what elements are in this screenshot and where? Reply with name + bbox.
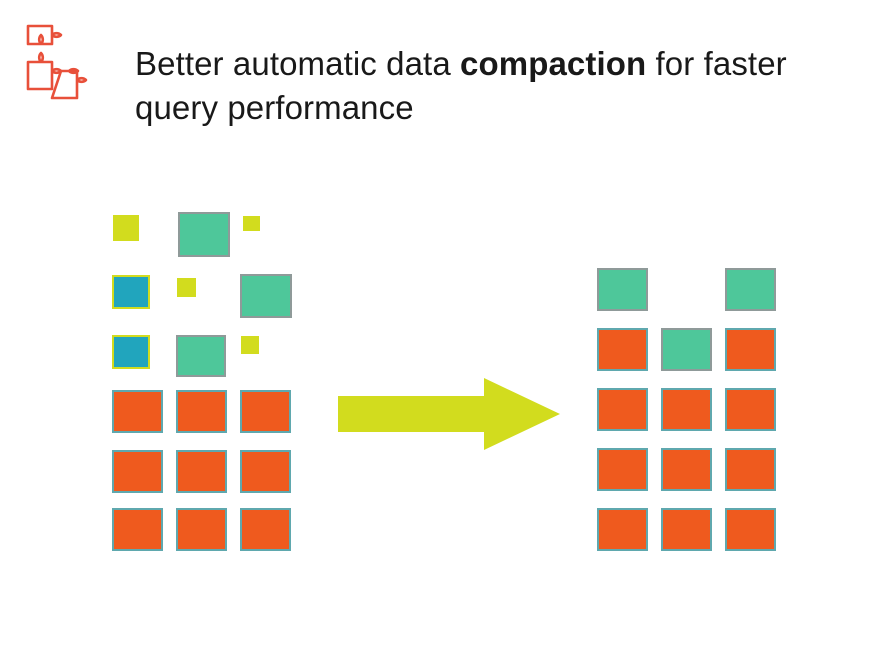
after-tile-r5c2 — [661, 508, 712, 551]
after-tile-grid — [0, 130, 887, 646]
before-tile-r2c2 — [177, 278, 196, 297]
after-tile-r2c3 — [725, 328, 776, 371]
before-tile-r5c2 — [176, 450, 227, 493]
before-tile-r4c1 — [112, 390, 163, 433]
title-part-emphasis: compaction — [460, 45, 647, 83]
page-title: Better automatic data compaction for fas… — [135, 42, 865, 130]
title-part-suffix: for faster query performance — [135, 45, 787, 127]
before-tile-r1c1 — [113, 215, 139, 241]
before-tile-r3c2 — [176, 335, 226, 377]
puzzle-pieces-icon — [8, 16, 100, 108]
after-tile-r3c3 — [725, 388, 776, 431]
before-tile-r6c2 — [176, 508, 227, 551]
before-tile-r3c3 — [241, 336, 259, 354]
slide-header: Better automatic data compaction for fas… — [0, 0, 887, 130]
after-tile-r5c1 — [597, 508, 648, 551]
after-tile-r1c3 — [725, 268, 776, 311]
after-tile-r3c1 — [597, 388, 648, 431]
before-tile-r6c3 — [240, 508, 291, 551]
before-tile-grid — [0, 130, 887, 646]
after-tile-r2c2 — [661, 328, 712, 371]
after-tile-r3c2 — [661, 388, 712, 431]
after-tile-r1c1 — [597, 268, 648, 311]
after-tile-r4c2 — [661, 448, 712, 491]
after-tile-r2c1 — [597, 328, 648, 371]
before-tile-r1c3 — [243, 216, 260, 231]
title-part-prefix: Better automatic data — [135, 45, 461, 83]
before-tile-r2c3 — [240, 274, 292, 318]
before-tile-r4c3 — [240, 390, 291, 433]
after-tile-r4c1 — [597, 448, 648, 491]
after-tile-r4c3 — [725, 448, 776, 491]
before-tile-r5c3 — [240, 450, 291, 493]
before-tile-r1c2 — [178, 212, 230, 257]
before-tile-r2c1 — [112, 275, 150, 309]
compaction-diagram — [0, 130, 887, 646]
right-arrow-icon — [338, 378, 560, 450]
after-tile-r5c3 — [725, 508, 776, 551]
before-tile-r3c1 — [112, 335, 150, 369]
before-tile-r4c2 — [176, 390, 227, 433]
before-tile-r5c1 — [112, 450, 163, 493]
before-tile-r6c1 — [112, 508, 163, 551]
